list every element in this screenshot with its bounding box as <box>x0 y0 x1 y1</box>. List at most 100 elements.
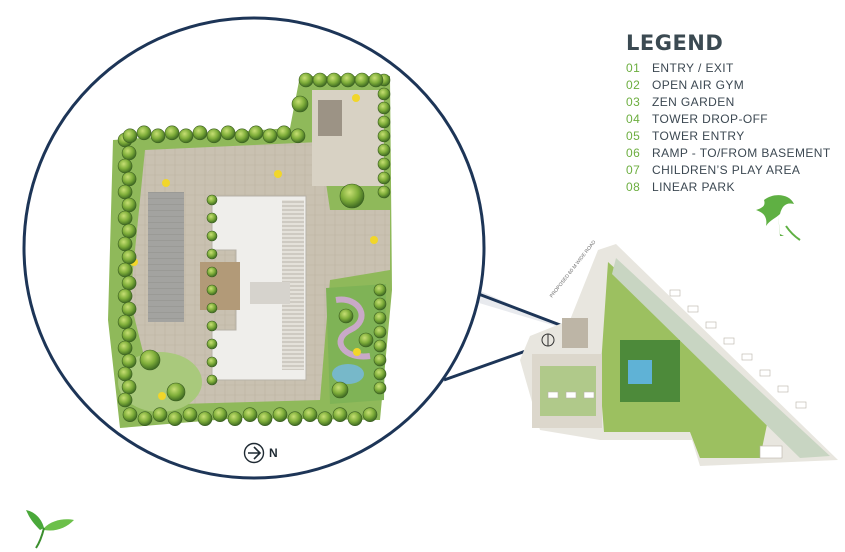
legend-item-number: 07 <box>626 163 641 177</box>
tree <box>377 87 391 101</box>
tree <box>121 327 137 343</box>
tree <box>326 72 342 88</box>
legend-item-number: 03 <box>626 95 641 109</box>
tree <box>312 72 328 88</box>
tree <box>377 171 391 185</box>
legend-item-number: 02 <box>626 78 641 92</box>
tree <box>248 125 264 141</box>
detail-site-plan <box>24 20 484 478</box>
plan-markers <box>130 94 378 400</box>
tree <box>121 145 137 161</box>
tree <box>373 339 387 353</box>
tree <box>206 266 218 278</box>
legend-item-number: 01 <box>626 61 641 75</box>
tree <box>117 262 133 278</box>
legend-item-label: OPEN AIR GYM <box>652 78 745 92</box>
legend-item-number: 08 <box>626 180 641 194</box>
legend-item: 02 OPEN AIR GYM <box>624 78 839 95</box>
tree <box>242 407 258 422</box>
tree <box>220 125 236 141</box>
tree <box>257 411 273 426</box>
tree <box>167 411 183 426</box>
legend-item-number: 04 <box>626 112 641 126</box>
tree <box>192 125 208 141</box>
tree <box>362 407 378 422</box>
legend-item-label: LINEAR PARK <box>652 180 735 194</box>
legend-item-number: 06 <box>626 146 641 160</box>
tree <box>298 72 314 88</box>
tree <box>377 115 391 129</box>
tree <box>373 325 387 339</box>
tree <box>178 128 194 144</box>
tree <box>332 407 348 422</box>
tree <box>164 125 180 141</box>
tree <box>136 125 152 141</box>
tree <box>302 407 318 422</box>
tree <box>377 157 391 171</box>
tree <box>122 128 138 144</box>
tree <box>117 314 133 330</box>
tree <box>373 311 387 325</box>
tree <box>377 101 391 115</box>
tree <box>377 185 391 199</box>
tree <box>234 128 250 144</box>
tree <box>317 411 333 426</box>
tree <box>287 411 303 426</box>
tree <box>373 353 387 367</box>
bird-icon <box>756 195 801 241</box>
tree <box>117 392 133 408</box>
key-plan <box>520 244 838 466</box>
tree <box>212 407 228 422</box>
legend-item-label: TOWER DROP-OFF <box>652 112 769 126</box>
tree <box>206 248 218 260</box>
tree <box>227 411 243 426</box>
tree <box>377 143 391 157</box>
tree <box>121 197 137 213</box>
tree <box>206 338 218 350</box>
tree <box>206 230 218 242</box>
tree-canopy <box>117 72 391 426</box>
tree <box>291 95 309 113</box>
leaf-icon <box>26 510 74 549</box>
tree <box>339 183 365 209</box>
tree <box>206 128 222 144</box>
legend-item-label: TOWER ENTRY <box>652 129 745 143</box>
tree <box>373 283 387 297</box>
tree <box>117 158 133 174</box>
legend-item: 05 TOWER ENTRY <box>624 129 839 146</box>
tree <box>150 128 166 144</box>
tree <box>347 411 363 426</box>
legend-item: 04 TOWER DROP-OFF <box>624 112 839 129</box>
tree <box>122 407 138 422</box>
legend-item-number: 05 <box>626 129 641 143</box>
tree <box>338 308 354 324</box>
tree <box>139 349 161 371</box>
tree <box>206 320 218 332</box>
tree <box>354 72 370 88</box>
tree <box>262 128 278 144</box>
tree <box>121 301 137 317</box>
tree <box>290 128 306 144</box>
north-arrow-icon <box>243 442 265 464</box>
tree <box>358 332 374 348</box>
tree <box>276 125 292 141</box>
tree <box>117 184 133 200</box>
tree <box>121 171 137 187</box>
tree <box>373 381 387 395</box>
tree <box>197 411 213 426</box>
legend-title: LEGEND <box>626 31 724 55</box>
legend-item-label: CHILDREN’S PLAY AREA <box>652 163 801 177</box>
tree <box>117 366 133 382</box>
tree <box>121 249 137 265</box>
tree <box>272 407 288 422</box>
tree <box>373 367 387 381</box>
tree <box>206 302 218 314</box>
tree <box>117 340 133 356</box>
tree <box>331 381 349 399</box>
callout-circle <box>22 16 486 480</box>
